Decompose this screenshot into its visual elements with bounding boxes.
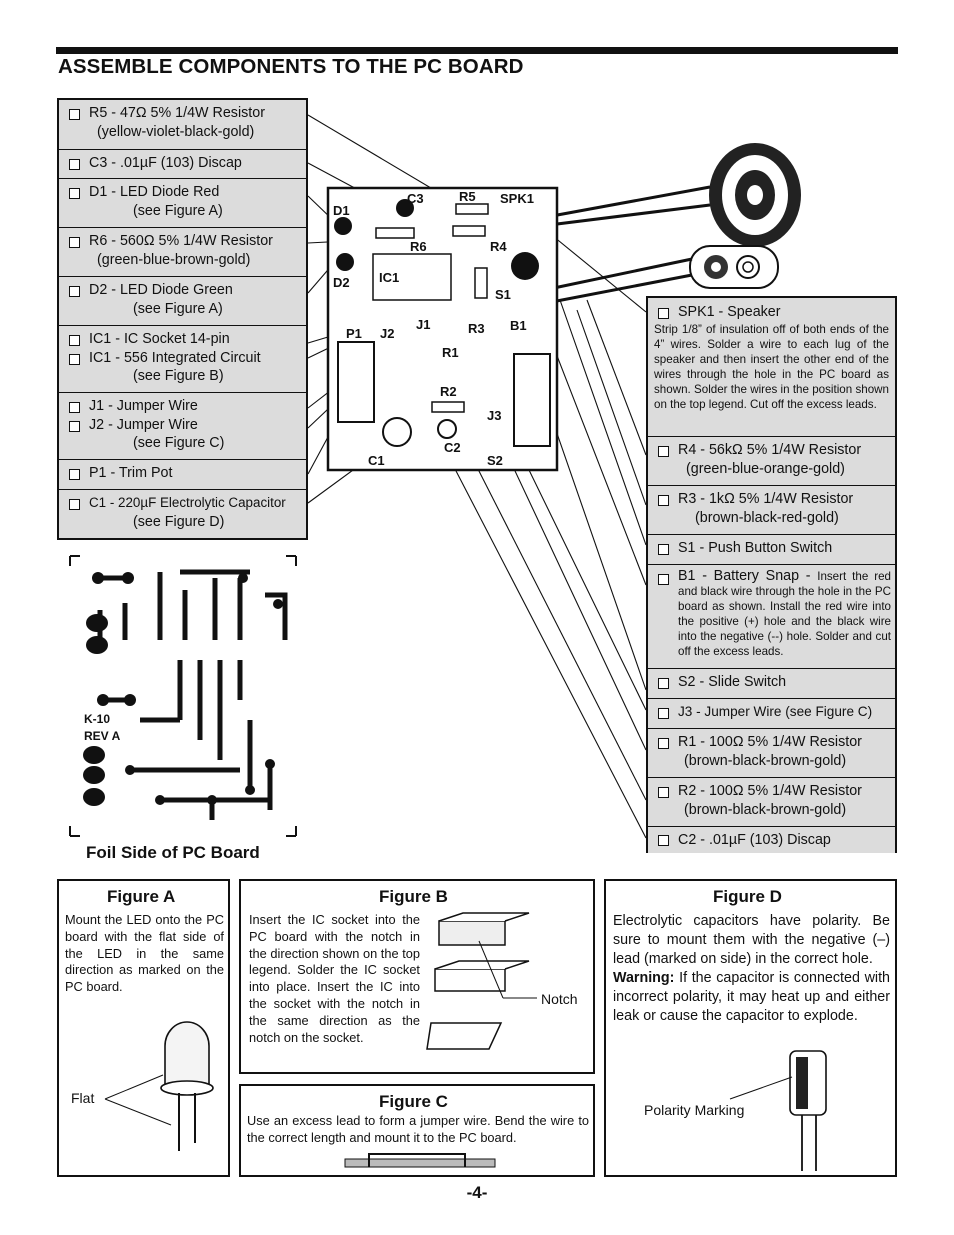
jumper-illustration xyxy=(344,1153,496,1168)
board-label-r3: R3 xyxy=(468,321,485,336)
figure-a-title: Figure A xyxy=(107,887,176,906)
board-label-c2: C2 xyxy=(444,440,461,455)
board-label-j2: J2 xyxy=(380,326,394,341)
foil-board: K-10 REV A xyxy=(69,555,297,837)
led-illustration: Flat xyxy=(71,1021,214,1151)
checkbox[interactable] xyxy=(658,446,669,457)
part-r1: R1 - 100Ω 5% 1/4W Resistor (brown-black-… xyxy=(648,729,895,778)
figure-a-text: Mount the LED onto the PC board with the… xyxy=(65,912,224,995)
part-r3: R3 - 1kΩ 5% 1/4W Resistor (brown-black-r… xyxy=(648,486,895,535)
part-s1: S1 - Push Button Switch xyxy=(648,535,895,565)
foil-text-1: K-10 xyxy=(84,712,110,726)
board-label-s2: S2 xyxy=(487,453,503,468)
foil-text-2: REV A xyxy=(84,729,121,743)
figure-b-title: Figure B xyxy=(379,887,448,906)
checkbox[interactable] xyxy=(658,544,669,555)
foil-caption: Foil Side of PC Board xyxy=(86,843,260,862)
part-r4: R4 - 56kΩ 5% 1/4W Resistor (green-blue-o… xyxy=(648,437,895,486)
capacitor-illustration: Polarity Marking xyxy=(644,1050,827,1171)
figure-d-title: Figure D xyxy=(713,887,782,906)
board-label-s1: S1 xyxy=(495,287,511,302)
top-rule xyxy=(56,47,898,54)
checkbox[interactable] xyxy=(658,708,669,719)
checkbox[interactable] xyxy=(69,286,80,297)
figure-c-title: Figure C xyxy=(379,1092,448,1111)
right-parts-list: SPK1 - Speaker Strip 1/8” of insulation … xyxy=(646,296,897,853)
checkbox[interactable] xyxy=(69,237,80,248)
speaker-illustration xyxy=(540,143,801,247)
checkbox[interactable] xyxy=(69,335,80,346)
checkbox[interactable] xyxy=(69,420,80,432)
board-label-ic1: IC1 xyxy=(379,270,399,285)
part-s2: S2 - Slide Switch xyxy=(648,669,895,699)
checkbox[interactable] xyxy=(658,738,669,749)
board-label-j3: J3 xyxy=(487,408,501,423)
left-part-item: P1 - Trim Pot xyxy=(59,460,306,490)
figure-c: Figure C Use an excess lead to form a ju… xyxy=(239,1084,595,1177)
part-c2: C2 - .01µF (103) Discap xyxy=(648,827,895,853)
checkbox[interactable] xyxy=(658,678,669,689)
ic-illustration: Notch xyxy=(426,912,578,1050)
figure-d-text: Electrolytic capacitors have polarity. B… xyxy=(613,913,890,967)
checkbox[interactable] xyxy=(658,835,669,846)
board-label-r4: R4 xyxy=(490,239,507,254)
board-label-r1: R1 xyxy=(442,345,459,360)
figure-b-text: Insert the IC socket into the PC board w… xyxy=(249,912,420,1045)
board-label-d2: D2 xyxy=(333,275,350,290)
board-label-r2: R2 xyxy=(440,384,457,399)
figure-a: Figure A Mount the LED onto the PC board… xyxy=(57,879,230,1177)
board-label-d1: D1 xyxy=(333,203,350,218)
checkbox[interactable] xyxy=(69,159,80,170)
left-part-item: D2 - LED Diode Green(see Figure A) xyxy=(59,277,306,326)
left-part-item: C1 - 220µF Electrolytic Capacitor(see Fi… xyxy=(59,490,306,538)
part-spk1: SPK1 - Speaker Strip 1/8” of insulation … xyxy=(648,298,895,437)
notch-label: Notch xyxy=(541,991,578,1007)
board-label-c1: C1 xyxy=(368,453,385,468)
page-number: -4- xyxy=(466,1183,488,1202)
board-label-r6: R6 xyxy=(410,239,427,254)
part-j3: J3 - Jumper Wire (see Figure C) xyxy=(648,699,895,729)
board-label-r5: R5 xyxy=(459,189,476,204)
left-part-item: C3 - .01µF (103) Discap xyxy=(59,150,306,179)
left-part-item: D1 - LED Diode Red(see Figure A) xyxy=(59,179,306,228)
checkbox[interactable] xyxy=(69,353,80,365)
board-label-spk1: SPK1 xyxy=(500,191,534,206)
board-label-b1: B1 xyxy=(510,318,527,333)
figure-b: Figure B Insert the IC socket into the P… xyxy=(239,879,595,1074)
part-r2: R2 - 100Ω 5% 1/4W Resistor (brown-black-… xyxy=(648,778,895,827)
checkbox[interactable] xyxy=(658,308,669,319)
figure-d: Figure D Electrolytic capacitors have po… xyxy=(604,879,897,1177)
checkbox[interactable] xyxy=(69,109,80,120)
left-part-item: R5 - 47Ω 5% 1/4W Resistor(yellow-violet-… xyxy=(59,100,306,150)
checkbox[interactable] xyxy=(658,574,669,585)
checkbox[interactable] xyxy=(69,402,80,413)
flat-label: Flat xyxy=(71,1090,94,1106)
page-heading: ASSEMBLE COMPONENTS TO THE PC BOARD xyxy=(58,55,524,78)
warning-label: Warning: xyxy=(613,970,675,986)
checkbox[interactable] xyxy=(69,499,80,510)
warning-text: If the capacitor is connected with incor… xyxy=(613,970,890,1024)
board-label-p1: P1 xyxy=(346,326,362,341)
spk1-instructions: Strip 1/8” of insulation off of both end… xyxy=(654,322,889,411)
checkbox[interactable] xyxy=(658,495,669,506)
figure-c-text: Use an excess lead to form a jumper wire… xyxy=(247,1113,589,1145)
checkbox[interactable] xyxy=(658,787,669,798)
checkbox[interactable] xyxy=(69,469,80,480)
checkbox[interactable] xyxy=(69,188,80,199)
board-label-c3: C3 xyxy=(407,191,424,206)
polarity-label: Polarity Marking xyxy=(644,1102,744,1118)
left-parts-list: R5 - 47Ω 5% 1/4W Resistor(yellow-violet-… xyxy=(57,98,308,540)
left-part-item: R6 - 560Ω 5% 1/4W Resistor(green-blue-br… xyxy=(59,228,306,277)
part-b1: B1 - Battery Snap - Insert the red and b… xyxy=(648,565,895,669)
board-label-j1: J1 xyxy=(416,317,430,332)
